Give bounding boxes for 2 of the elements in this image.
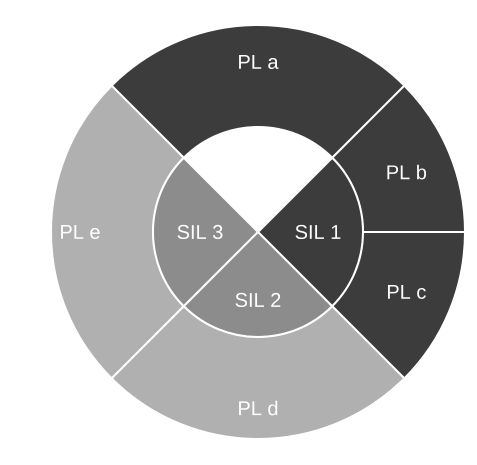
node-label: PL b — [387, 164, 426, 180]
node-label: PL d — [239, 400, 278, 416]
